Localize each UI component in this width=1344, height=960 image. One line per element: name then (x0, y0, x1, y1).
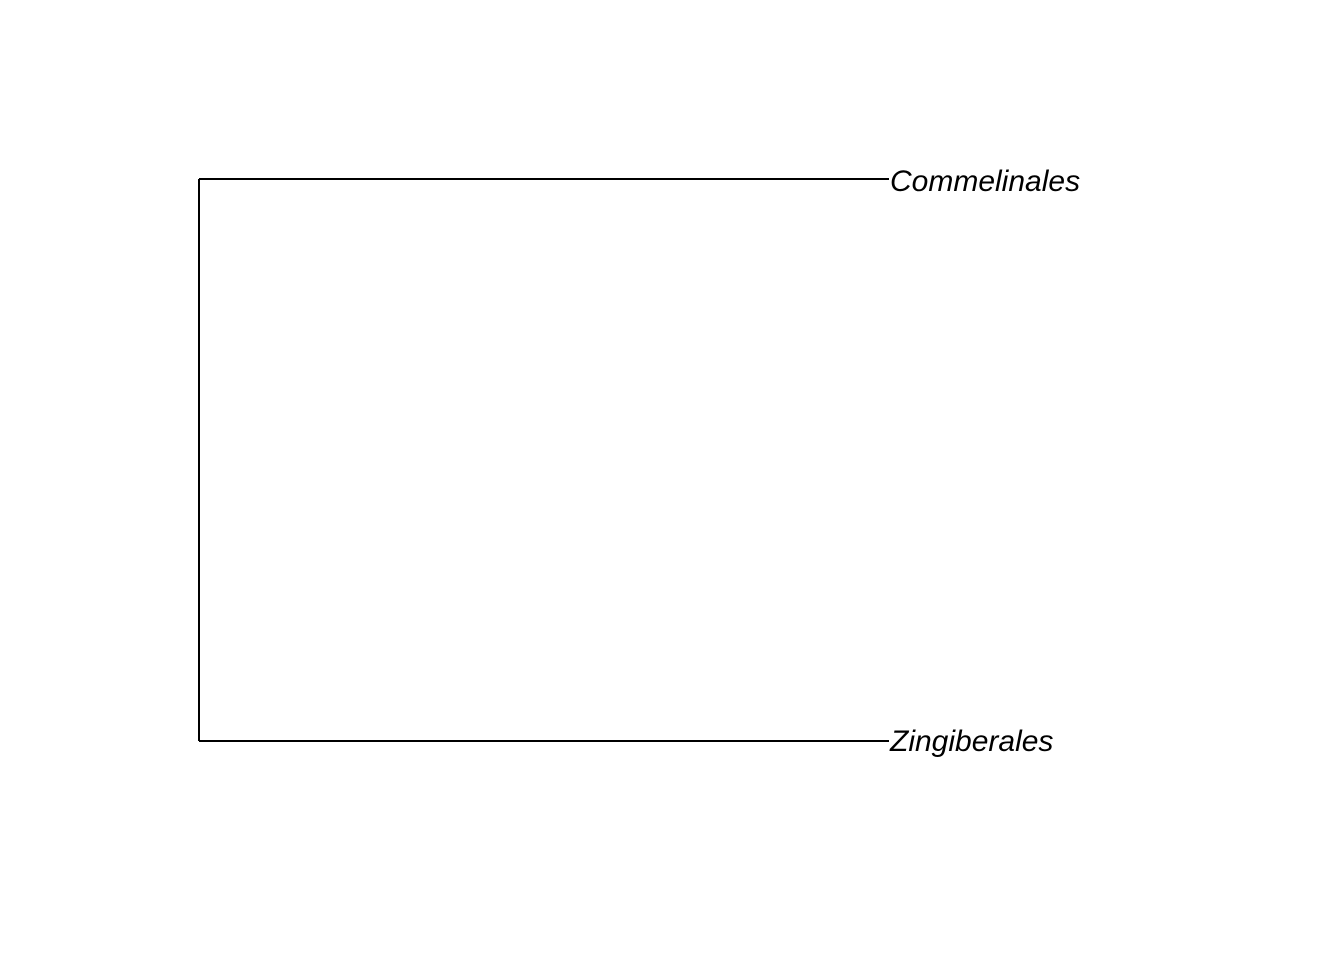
tip-label-zingiberales: Zingiberales (889, 725, 1053, 758)
tip-label-commelinales: Commelinales (890, 165, 1080, 198)
